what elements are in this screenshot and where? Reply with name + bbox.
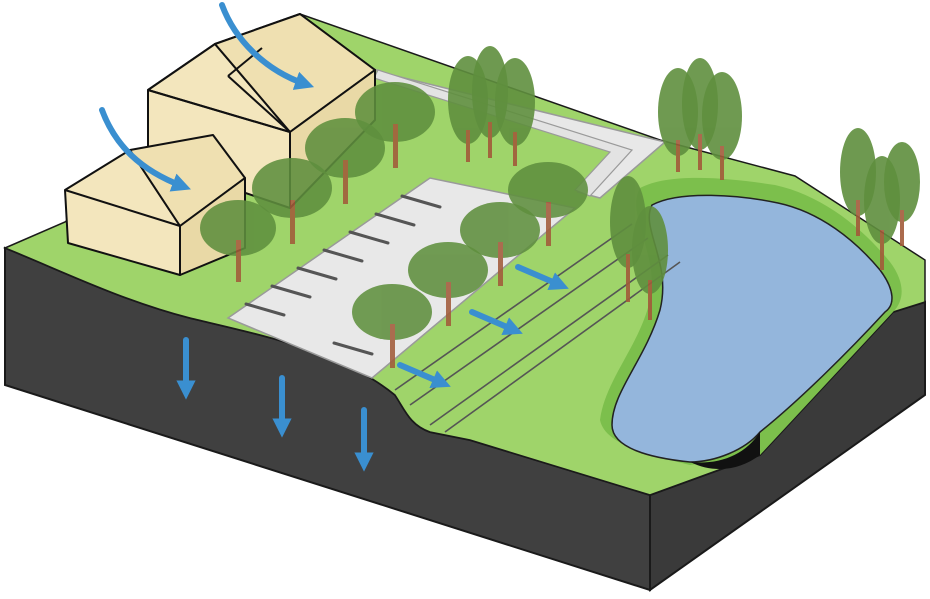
parking-stall-lines xyxy=(244,194,442,356)
tree xyxy=(352,284,432,368)
roof-arrow-icon xyxy=(219,2,315,90)
flow-arrow-icon xyxy=(469,309,523,336)
tree xyxy=(460,202,540,286)
tree xyxy=(305,118,385,204)
tree-row-lot xyxy=(200,82,588,368)
roof-runoff-arrows xyxy=(99,2,315,192)
tree xyxy=(632,206,668,320)
tree xyxy=(508,162,588,246)
tree xyxy=(252,158,332,244)
tree xyxy=(495,58,535,166)
tree xyxy=(200,200,276,282)
tree xyxy=(884,142,920,246)
roof-arrow-icon xyxy=(99,107,191,192)
tree-row-tall xyxy=(448,46,920,320)
pond-cut-edge xyxy=(690,432,760,470)
flow-arrow-icon xyxy=(515,264,569,291)
tree xyxy=(355,82,435,168)
infiltration-arrows xyxy=(176,337,374,472)
flow-arrow-icon xyxy=(397,362,451,389)
tree xyxy=(702,72,742,180)
surface-flow-arrows xyxy=(397,264,569,389)
tree xyxy=(408,242,488,326)
